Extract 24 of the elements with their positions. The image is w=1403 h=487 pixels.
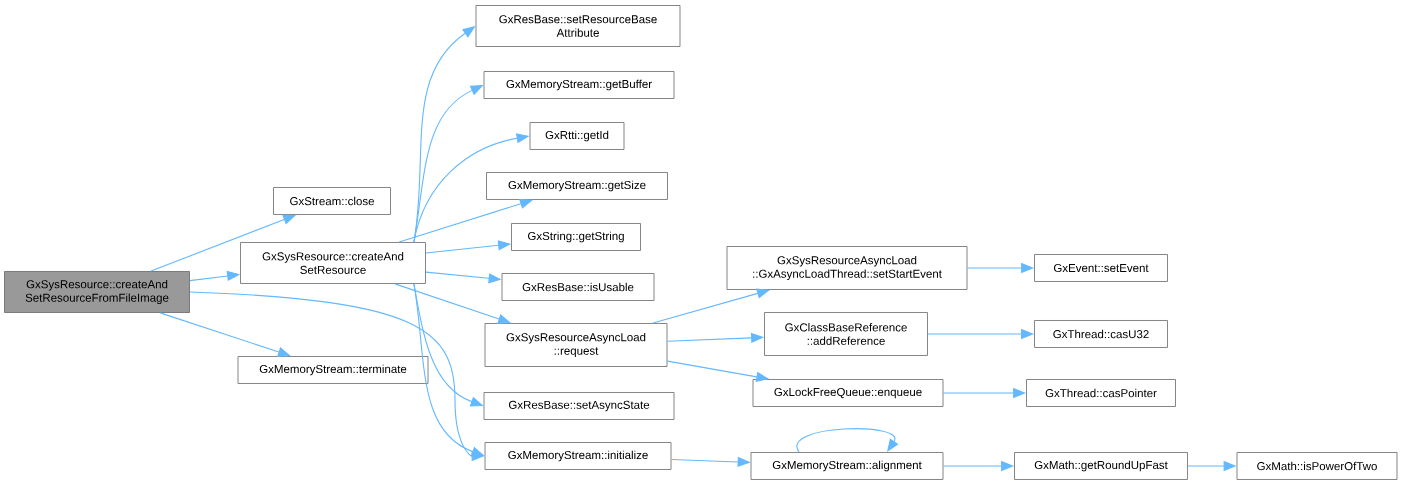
function-box: GxThread::casU32 — [1034, 320, 1168, 348]
function-box: GxThread::casPointer — [1026, 379, 1176, 407]
function-box: GxResBase::isUsable — [501, 273, 655, 301]
function-box: GxMath::getRoundUpFast — [1014, 452, 1188, 480]
function-box: GxResBase::setAsyncState — [483, 392, 675, 420]
function-box: GxEvent::setEvent — [1034, 254, 1168, 282]
function-box: GxLockFreeQueue::enqueue — [752, 379, 944, 407]
function-box: GxMath::isPowerOfTwo — [1236, 452, 1398, 480]
function-box: GxSysResource::createAnd SetResource — [240, 242, 426, 284]
function-box: GxRtti::getId — [529, 122, 625, 150]
function-box: GxMemoryStream::initialize — [484, 442, 672, 470]
function-box: GxSysResourceAsyncLoad ::request — [484, 323, 668, 367]
function-box: GxMemoryStream::getSize — [486, 172, 668, 200]
function-box: GxResBase::setResourceBase Attribute — [475, 5, 681, 47]
arrow — [398, 198, 533, 243]
function-box: GxMemoryStream::terminate — [237, 356, 429, 384]
arrow — [159, 312, 291, 357]
function-box: GxMemoryStream::getBuffer — [483, 71, 675, 99]
function-box: GxMemoryStream::alignment — [750, 452, 944, 480]
function-box: GxString::getString — [511, 223, 641, 251]
function-box: GxSysResourceAsyncLoad ::GxAsyncLoadThread::setStartEvent — [726, 246, 968, 290]
function-box: GxClassBaseReference ::addReference — [764, 312, 928, 356]
function-box: GxStream::close — [273, 187, 391, 215]
function-box: GxSysResource::createAnd SetResourceFromFileImage — [4, 271, 190, 313]
